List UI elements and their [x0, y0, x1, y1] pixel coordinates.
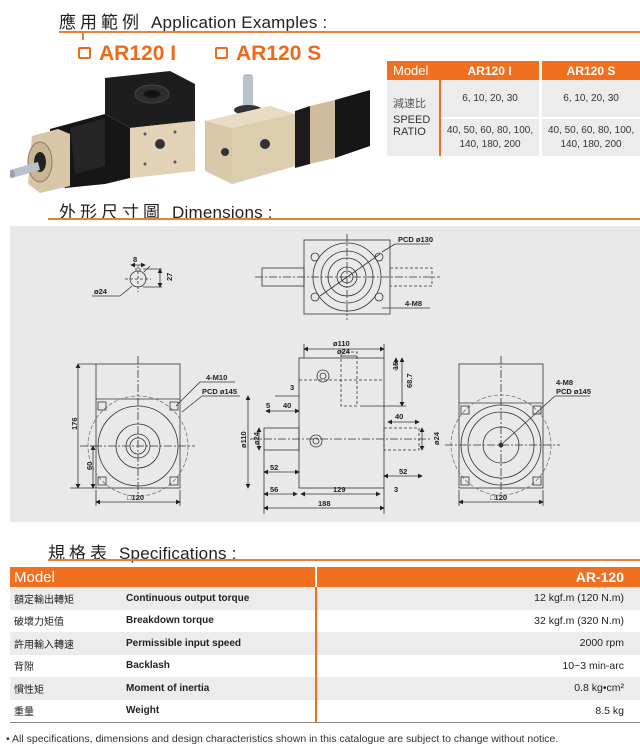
speed-ratio-label: 減速比 SPEED RATIO [387, 80, 441, 156]
table-row: 重量 Weight 8.5 kg [10, 699, 640, 723]
spec-zh: 重量 [10, 699, 126, 723]
spec-model-header: Model [10, 567, 316, 587]
svg-text:188: 188 [318, 499, 331, 508]
svg-text:PCD ø145: PCD ø145 [202, 387, 237, 396]
specifications-title-zh: 規格表 [48, 544, 111, 563]
section-rule [59, 31, 640, 33]
dimensions-title-en: Dimensions : [172, 203, 273, 222]
ratio-cell-line: 140, 180, 200 [560, 138, 622, 150]
spec-en: Breakdown torque [126, 615, 214, 627]
ratio-cell: 40, 50, 60, 80, 100, 140, 180, 200 [539, 117, 640, 156]
spec-value: 10~3 min-arc [315, 654, 640, 677]
spec-en: Backlash [126, 660, 170, 672]
application-title-en: Application Examples : [151, 13, 328, 32]
svg-text:52: 52 [399, 467, 407, 476]
model-label-text: AR120 I [99, 42, 177, 65]
specifications-table: Model AR-120 額定輸出轉矩 Continuous output to… [10, 567, 640, 723]
spec-value: 12 kgf.m (120 N.m) [315, 587, 640, 610]
spec-en: Moment of inertia [126, 677, 316, 700]
section-rule [48, 218, 640, 220]
ratio-cell: 6, 10, 20, 30 [539, 80, 640, 118]
svg-text:ø110: ø110 [333, 339, 350, 348]
model-label-text: AR120 S [236, 42, 322, 65]
ratio-cell-line: 40, 50, 60, 80, 100, [547, 124, 635, 136]
ratio-cell-line: 140, 180, 200 [459, 138, 521, 150]
ratio-table-col-ar120s: AR120 S [539, 61, 640, 80]
spec-value: 0.8 kg•cm² [315, 677, 640, 700]
svg-text:3: 3 [394, 485, 398, 494]
svg-text:4-M8: 4-M8 [405, 299, 422, 308]
svg-text:PCD ø130: PCD ø130 [398, 235, 433, 244]
dimension-drawing-panel: 8 27 ø24 PCD ø130 4-M8 4-M10 PCD ø145 17… [10, 226, 640, 522]
svg-text:52: 52 [270, 463, 278, 472]
spec-zh: 破壞力矩值 [14, 617, 64, 629]
svg-text:4-M10: 4-M10 [206, 373, 227, 382]
svg-text:56: 56 [270, 485, 278, 494]
model-label-ar120s: AR120 S [215, 42, 321, 66]
svg-text:40: 40 [283, 401, 291, 410]
svg-text:129: 129 [333, 485, 346, 494]
spec-value: 32 kgf.m (320 N.m) [315, 609, 640, 632]
table-row: 額定輸出轉矩 Continuous output torque 12 kgf.m… [10, 587, 640, 610]
svg-text:176: 176 [70, 417, 79, 430]
svg-text:□120: □120 [490, 493, 507, 502]
speed-ratio-label-en2: RATIO [393, 126, 426, 138]
model-label-ar120i: AR120 I [78, 42, 176, 66]
dimensions-title-zh: 外形尺寸圖 [59, 203, 164, 222]
spec-zh: 背隙 [14, 662, 34, 674]
section-rule-tick [82, 31, 84, 40]
square-bullet-icon [215, 47, 228, 59]
speed-ratio-label-zh: 減速比 [393, 98, 426, 110]
speed-ratio-label-en1: SPEED [393, 114, 431, 126]
svg-text:ø24: ø24 [337, 347, 351, 356]
svg-text:15: 15 [391, 362, 400, 370]
svg-text:ø24: ø24 [252, 431, 261, 445]
section-rule [48, 559, 640, 561]
svg-text:4-M8: 4-M8 [556, 378, 573, 387]
application-title-zh: 應用範例 [59, 13, 143, 32]
spec-en: Continuous output torque [126, 587, 316, 610]
product-photos [10, 71, 370, 193]
svg-text:60: 60 [85, 462, 94, 470]
speed-ratio-table: Model AR120 I AR120 S 減速比 SPEED RATIO 6,… [387, 61, 640, 156]
spec-value-header: AR-120 [315, 567, 640, 587]
svg-text:ø24: ø24 [94, 287, 108, 296]
svg-text:ø110: ø110 [239, 431, 248, 448]
svg-text:PCD ø145: PCD ø145 [556, 387, 591, 396]
application-title: 應用範例 Application Examples : [59, 8, 327, 33]
table-row: 背隙 Backlash 10~3 min-arc [10, 654, 640, 677]
svg-text:68.7: 68.7 [405, 373, 414, 388]
svg-text:5: 5 [266, 401, 270, 410]
spec-zh: 慣性矩 [10, 677, 126, 700]
ratio-cell: 6, 10, 20, 30 [440, 80, 541, 118]
svg-text:40: 40 [395, 412, 403, 421]
svg-text:3: 3 [290, 383, 294, 392]
ratio-cell: 40, 50, 60, 80, 100, 140, 180, 200 [440, 117, 541, 156]
spec-en: Permissible input speed [126, 632, 316, 655]
table-row: 慣性矩 Moment of inertia 0.8 kg•cm² [10, 677, 640, 700]
specifications-title-en: Specifications : [119, 544, 237, 563]
dim-label: 8 [133, 255, 137, 264]
table-row: 許用輸入轉速 Permissible input speed 2000 rpm [10, 632, 640, 655]
spec-zh: 額定輸出轉矩 [10, 587, 126, 610]
ar120s-photo [205, 74, 370, 184]
spec-value: 8.5 kg [315, 699, 640, 723]
ratio-cell-line: 40, 50, 60, 80, 100, [446, 124, 534, 136]
spec-zh: 許用輸入轉速 [10, 632, 126, 655]
spec-value: 2000 rpm [315, 632, 640, 655]
ar120i-photo [10, 71, 195, 193]
svg-text:ø24: ø24 [432, 431, 441, 445]
ratio-table-model-header: Model [387, 61, 440, 80]
svg-text:27: 27 [165, 273, 174, 281]
square-bullet-icon [78, 47, 91, 59]
dimension-drawing: 8 27 ø24 PCD ø130 4-M8 4-M10 PCD ø145 17… [70, 234, 591, 514]
specifications-title: 規格表 Specifications : [48, 539, 237, 564]
dimensions-title: 外形尺寸圖 Dimensions : [59, 198, 273, 223]
ratio-table-col-ar120i: AR120 I [440, 61, 541, 80]
spec-en: Weight [126, 699, 316, 723]
table-row: 破壞力矩值 Breakdown torque 32 kgf.m (320 N.m… [10, 609, 640, 632]
svg-text:□120: □120 [127, 493, 144, 502]
footnote: • All specifications, dimensions and des… [6, 733, 559, 745]
